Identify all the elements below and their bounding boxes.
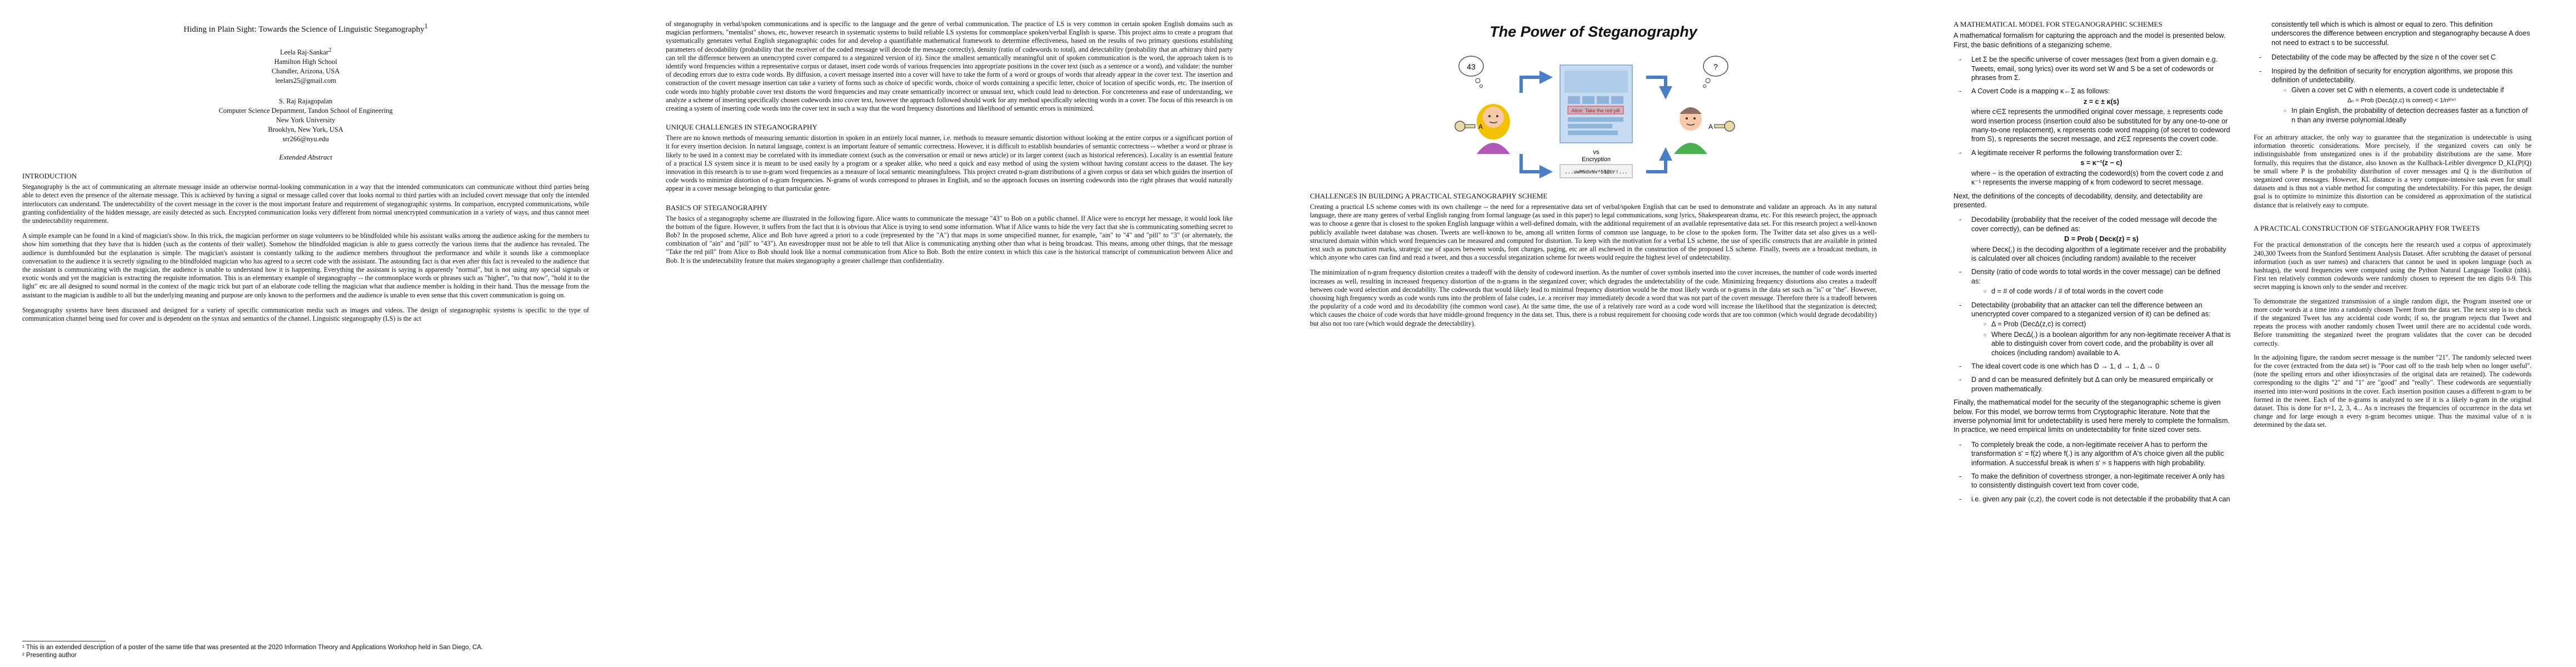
intro-paragraph-3: Steganography systems have been discusse…: [22, 306, 589, 322]
receiver-formula: s = κ⁻¹(z − c): [2080, 159, 2122, 167]
ideal-code-statement: The ideal covert code is one which has D…: [1954, 362, 2231, 371]
attacker-paragraph: For an arbitrary attacker, the only way …: [2254, 133, 2532, 209]
detectability-note: Where DecΔ(.) is a boolean algorithm for…: [1984, 330, 2231, 357]
covert-code-formula: z = c ± κ(s): [2084, 97, 2119, 106]
undetectability-proposal: Inspired by the definition of security f…: [2254, 67, 2532, 125]
paper-page-4: A MATHEMATICAL MODEL FOR STEGANOGRAPHIC …: [1931, 0, 2543, 667]
decodability-formula: D = Prob ( Decκ(z) = s): [2064, 235, 2139, 243]
decodability-definition: Decodability (probability that the recei…: [1954, 215, 2231, 263]
undetectability-list: Detectability of the code may be affecte…: [2254, 53, 2532, 125]
security-list: To completely break the code, a non-legi…: [1954, 440, 2231, 504]
unknown-question-mark: ?: [1713, 62, 1718, 71]
footnote-2: ² Presenting author: [22, 652, 77, 659]
send-arrow-top: [1519, 71, 1553, 93]
tweets-paragraph-1: For the practical demonstration of the c…: [2254, 241, 2532, 291]
unique-challenges-heading: UNIQUE CHALLENGES IN STEGANOGRAPHY: [666, 123, 818, 132]
detectability-definition: Detectability (probability that an attac…: [1954, 301, 2231, 357]
intro-heading: INTRODUCTION: [22, 172, 77, 181]
practical-challenges-paragraph-1: Creating a practical LS scheme comes wit…: [1310, 203, 1877, 262]
abstract-heading: Extended Abstract: [279, 153, 332, 162]
tweets-heading: A PRACTICAL CONSTRUCTION OF STEGANOGRAPH…: [2254, 223, 2480, 232]
math-model-intro: A mathematical formalism for capturing t…: [1954, 32, 2226, 49]
measurement-statement: D and d can be measured definitely but Δ…: [1954, 375, 2231, 394]
alice-figure: [1477, 104, 1510, 154]
author-block-1: Leela Raj-Sankar2 Hamilton High School C…: [22, 46, 589, 86]
paper-page-3: The Power of Steganography 43: [1288, 0, 1899, 667]
author-1-email: leelars25@gmail.com: [275, 77, 336, 85]
cover-set-size-note: Detectability of the code may be affecte…: [2254, 53, 2532, 62]
bob-thought-bubble: ?: [1702, 56, 1728, 88]
covertness-definition: To make the definition of covertness str…: [1954, 472, 2231, 490]
vs-label: vs: [1593, 149, 1600, 156]
covertness-detail: i.e. given any pair (c,z), the covert co…: [1954, 495, 2231, 504]
footnotes: ¹ This is an extended description of a p…: [22, 641, 589, 659]
security-model-paragraph: Finally, the mathematical model for the …: [1954, 399, 2230, 434]
cipher-text-box: [1559, 164, 1633, 178]
ls-paragraph: of steganography in verbal/spoken commun…: [666, 20, 1233, 113]
covertness-continuation: consistently tell which is which is almo…: [2271, 21, 2530, 47]
tweets-paragraph-2: To demonstrate the steganized transmissi…: [2254, 297, 2532, 347]
intro-paragraph-2: A simple example can be found in a kind …: [22, 232, 589, 299]
math-model-column: A MATHEMATICAL MODEL FOR STEGANOGRAPHIC …: [1954, 20, 2231, 656]
paper-page-1: Hiding in Plain Sight: Towards the Scien…: [0, 0, 611, 667]
author-1-city: Chandler, Arizona, USA: [271, 67, 340, 76]
send-arrow-bottom: [1519, 154, 1553, 178]
unique-challenges-paragraph: There are no known methods of measuring …: [666, 134, 1233, 193]
definition-receiver: A legitimate receiver R performs the fol…: [1954, 148, 2231, 187]
math-model-heading: A MATHEMATICAL MODEL FOR STEGANOGRAPHIC …: [1954, 20, 2163, 28]
undetectability-condition: Given a cover set C with n elements, a c…: [2284, 86, 2532, 95]
author-2-university: New York University: [276, 116, 336, 125]
bob-figure: [1674, 107, 1707, 154]
bob-key-label: A: [1708, 123, 1713, 131]
tweets-paragraph-3: In the adjoining figure, the random secr…: [2254, 353, 2532, 429]
undetectability-plain-english: In plain English, the probability of det…: [2284, 106, 2532, 125]
break-definition: To completely break the code, a non-legi…: [1954, 440, 2231, 467]
title-footnote-mark: 1: [424, 22, 428, 30]
author-1-affiliation: Hamilton High School: [274, 58, 337, 66]
alice-key-label: A: [1478, 123, 1483, 131]
footnote-1: ¹ This is an extended description of a p…: [22, 644, 484, 651]
density-definition: Density (ratio of code words to total wo…: [1954, 267, 2231, 296]
basics-paragraph: The basics of a steganography scheme are…: [666, 214, 1233, 265]
author-2-affiliation: Computer Science Department, Tandon Scho…: [218, 107, 393, 115]
bob-key-icon: A: [1708, 121, 1735, 132]
author-2-city: Brooklyn, New York, USA: [268, 126, 343, 134]
practical-challenges-paragraph-2: The minimization of n-gram frequency dis…: [1310, 268, 1877, 327]
secret-number: 43: [1467, 62, 1476, 71]
receive-arrow-top: [1646, 76, 1672, 99]
figure-title: The Power of Steganography: [1489, 23, 1697, 40]
density-formula: d = # of code words / # of total words i…: [1984, 287, 2231, 296]
figure-illustration: 43 A: [1454, 56, 1735, 178]
author-1-name: Leela Raj-Sankar: [280, 48, 328, 57]
paper-title: Hiding in Plain Sight: Towards the Scien…: [183, 22, 428, 34]
definitions-list: Let Σ be the specific universe of cover …: [1954, 55, 2231, 187]
encryption-label: Encryption: [1582, 156, 1611, 163]
cipher-text: ...uwMNdvNv^5$@Ur!...: [1564, 170, 1627, 175]
definition-universe: Let Σ be the specific universe of cover …: [1954, 55, 2231, 82]
alice-key-icon: A: [1454, 121, 1483, 132]
definition-covert-code: A Covert Code is a mapping κ←Σ as follow…: [1954, 87, 2231, 143]
alice-thought-bubble: 43: [1458, 56, 1484, 88]
tweets-column: consistently tell which is which is almo…: [2254, 20, 2532, 656]
author-1-footnote-mark: 2: [328, 47, 332, 53]
stego-cover-image: Alice: Take the red pill: [1559, 64, 1633, 143]
receive-arrow-bottom: [1646, 147, 1672, 173]
basics-heading: BASICS OF STEGANOGRAPHY: [666, 203, 768, 212]
paper-page-2: of steganography in verbal/spoken commun…: [644, 0, 1255, 667]
author-block-2: S. Raj Rajagopalan Computer Science Depa…: [22, 97, 589, 144]
practical-challenges-heading: CHALLENGES IN BUILDING A PRACTICAL STEGA…: [1310, 192, 1548, 200]
undetectability-formula: Δₙ = Prob (DecΔ(z,c) is correct) < 1/nᵏ⁽…: [2347, 97, 2456, 104]
stego-message-text: Alice: Take the red pill: [1571, 108, 1620, 113]
properties-list: Decodability (probability that the recei…: [1954, 215, 2231, 394]
detectability-formula: Δ = Prob (DecΔ(z,c) is correct): [1984, 320, 2231, 329]
definitions-intro: Next, the definitions of the concepts of…: [1954, 192, 2203, 209]
author-2-name: S. Raj Rajagopalan: [278, 97, 333, 106]
author-2-email: srr266@nyu.edu: [282, 135, 329, 143]
intro-paragraph-1: Steganography is the act of communicatin…: [22, 183, 589, 225]
steganography-figure: 43 A: [1438, 43, 1749, 182]
